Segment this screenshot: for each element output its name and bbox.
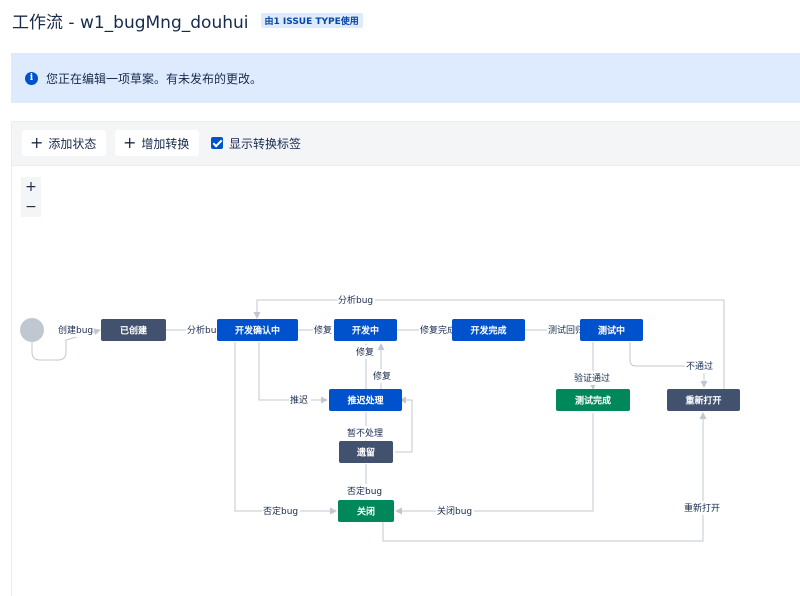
status-testing-label: 测试中 bbox=[598, 325, 625, 337]
issue-type-badge[interactable]: 由1 ISSUE TYPE使用 bbox=[260, 12, 363, 28]
status-deferred[interactable]: 推迟处理 bbox=[329, 389, 402, 411]
zoom-out-button[interactable]: − bbox=[21, 197, 41, 217]
status-retained[interactable]: 遗留 bbox=[339, 441, 393, 463]
page-header: 工作流 - w1_bugMng_douhui 由1 ISSUE TYPE使用 bbox=[12, 8, 363, 33]
workflow-toolbar: + 添加状态 + 增加转换 显示转换标签 bbox=[11, 121, 800, 165]
workflow-canvas[interactable] bbox=[11, 165, 800, 596]
status-created[interactable]: 已创建 bbox=[101, 319, 166, 341]
plus-icon: + bbox=[123, 133, 137, 152]
status-closed[interactable]: 关闭 bbox=[338, 500, 394, 522]
page-title: 工作流 - w1_bugMng_douhui bbox=[12, 12, 249, 33]
add-status-button[interactable]: + 添加状态 bbox=[22, 130, 107, 156]
status-test-done[interactable]: 测试完成 bbox=[556, 389, 630, 411]
status-developing-label: 开发中 bbox=[352, 325, 379, 337]
status-dev-done-label: 开发完成 bbox=[470, 325, 506, 337]
status-developing[interactable]: 开发中 bbox=[334, 319, 397, 341]
plus-icon: + bbox=[30, 133, 44, 152]
show-labels-checkbox[interactable] bbox=[211, 137, 223, 149]
add-transition-button[interactable]: + 增加转换 bbox=[115, 130, 200, 156]
zoom-in-button[interactable]: + bbox=[21, 177, 41, 197]
draft-info-banner: i 您正在编辑一项草案。有未发布的更改。 bbox=[11, 53, 800, 103]
add-transition-label: 增加转换 bbox=[141, 136, 190, 151]
show-labels-label: 显示转换标签 bbox=[229, 136, 302, 151]
status-closed-label: 关闭 bbox=[357, 506, 375, 518]
add-status-label: 添加状态 bbox=[48, 136, 97, 151]
status-deferred-label: 推迟处理 bbox=[347, 395, 383, 407]
status-test-done-label: 测试完成 bbox=[575, 395, 611, 407]
status-testing[interactable]: 测试中 bbox=[580, 319, 643, 341]
status-dev-confirm-label: 开发确认中 bbox=[235, 325, 280, 337]
status-retained-label: 遗留 bbox=[356, 447, 375, 459]
show-transition-labels-toggle[interactable]: 显示转换标签 bbox=[211, 130, 301, 156]
status-created-label: 已创建 bbox=[120, 325, 148, 337]
status-reopened[interactable]: 重新打开 bbox=[667, 389, 740, 411]
draft-info-text: 您正在编辑一项草案。有未发布的更改。 bbox=[46, 71, 263, 86]
info-icon: i bbox=[25, 71, 38, 85]
status-reopened-label: 重新打开 bbox=[685, 395, 721, 407]
status-dev-confirm[interactable]: 开发确认中 bbox=[217, 319, 298, 341]
status-dev-done[interactable]: 开发完成 bbox=[452, 319, 525, 341]
